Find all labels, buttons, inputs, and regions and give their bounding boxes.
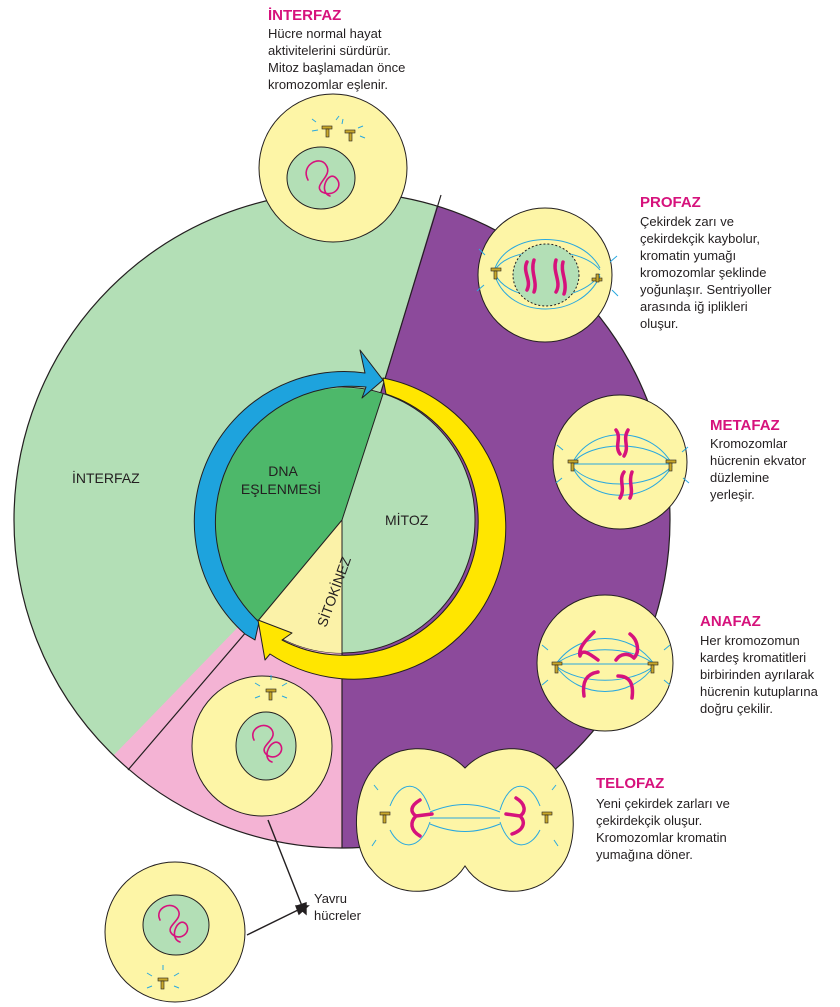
metaphase-line: düzlemine — [710, 470, 769, 485]
centriole-icon — [265, 688, 277, 701]
dividing-cell-outline — [355, 748, 574, 892]
prophase-line: Çekirdek zarı ve — [640, 214, 734, 229]
interphase-cell — [258, 93, 408, 243]
anaphase-description: ANAFAZ Her kromozomun kardeş kromatitler… — [700, 613, 819, 716]
prophase-line: kromatin yumağı — [640, 248, 736, 263]
arrow-head-icon — [294, 905, 310, 916]
telophase-title: TELOFAZ — [596, 775, 664, 792]
daughter-arrows — [246, 819, 310, 936]
anaphase-line: birbirinden ayrılarak — [700, 667, 815, 682]
chromatin — [305, 160, 340, 197]
telophase-line: çekirdekçik oluşur. — [596, 813, 702, 828]
prophase-line: oluşur. — [640, 316, 678, 331]
interphase-description: İNTERFAZ Hücre normal hayat aktiviteleri… — [268, 7, 405, 92]
nucleus — [142, 894, 210, 956]
metaphase-title: METAFAZ — [710, 417, 780, 434]
telophase-line: Kromozomlar kromatin — [596, 830, 727, 845]
daughter-cells-label-line2: hücreler — [314, 908, 362, 923]
metaphase-cell — [552, 394, 690, 530]
interphase-line: Mitoz başlamadan önce — [268, 60, 405, 75]
interphase-line: aktivitelerini sürdürür. — [268, 43, 391, 58]
anaphase-line: Her kromozomun — [700, 633, 800, 648]
telophase-cell — [355, 748, 574, 892]
prophase-line: çekirdekçik kaybolur, — [640, 231, 760, 246]
chromosome — [616, 674, 635, 700]
mitosis-sector-label: MİTOZ — [385, 511, 429, 528]
metaphase-line: Kromozomlar — [710, 436, 788, 451]
fading-nucleus — [512, 243, 580, 307]
metaphase-line: yerleşir. — [710, 487, 755, 502]
prophase-line: kromozomlar şeklinde — [640, 265, 766, 280]
chromosome — [614, 632, 640, 662]
aster-fibers — [311, 115, 366, 139]
centriole-icon — [567, 459, 677, 472]
anaphase-title: ANAFAZ — [700, 613, 761, 630]
interphase-sector-label: İNTERFAZ — [72, 469, 140, 486]
chromosome — [618, 470, 634, 500]
dna-replication-label-line2: EŞLENMESİ — [241, 480, 321, 497]
aster-fibers — [254, 675, 288, 699]
dna-replication-wedge — [210, 388, 383, 622]
prophase-description: PROFAZ Çekirdek zarı ve çekirdekçik kayb… — [640, 194, 772, 331]
chromosome — [577, 630, 600, 662]
centriole-icon — [321, 125, 356, 142]
telophase-line: Yeni çekirdek zarları ve — [596, 796, 730, 811]
prophase-line: arasında iğ iplikleri — [640, 299, 748, 314]
interphase-title: İNTERFAZ — [268, 7, 341, 24]
centriole-icon — [157, 977, 169, 990]
telophase-line: yumağına döner. — [596, 847, 693, 862]
daughter-cell — [104, 861, 246, 1003]
anaphase-cell — [536, 594, 674, 732]
cycle-arrows — [193, 349, 507, 680]
inner-cycle — [208, 386, 476, 654]
centriole-icon — [551, 661, 659, 674]
aster-fibers — [146, 965, 180, 989]
anaphase-line: doğru çekilir. — [700, 701, 773, 716]
dna-replication-label-line1: DNA — [268, 463, 298, 479]
yellow-arrow — [257, 377, 507, 680]
cytokinesis-wedge — [257, 520, 342, 653]
spindle-fibers — [541, 638, 671, 692]
interphase-line: kromozomlar eşlenir. — [268, 77, 388, 92]
metaphase-line: hücrenin ekvator — [710, 453, 807, 468]
daughter-cells-label-line1: Yavru — [314, 891, 347, 906]
nucleus — [286, 146, 356, 210]
metaphase-description: METAFAZ Kromozomlar hücrenin ekvator düz… — [710, 417, 807, 502]
chromosome — [553, 258, 567, 296]
blue-arrow — [193, 349, 384, 641]
chromatin — [158, 904, 189, 943]
prophase-title: PROFAZ — [640, 194, 701, 211]
prophase-cell — [476, 207, 619, 343]
centriole-icon — [490, 267, 603, 283]
chromosome — [614, 428, 630, 458]
anaphase-line: kardeş kromatitleri — [700, 650, 806, 665]
cytokinesis-cell — [191, 675, 333, 817]
chromosome — [523, 258, 537, 294]
anaphase-line: hücrenin kutuplarına — [700, 684, 819, 699]
chromosome — [581, 670, 600, 698]
telophase-description: TELOFAZ Yeni çekirdek zarları ve çekirde… — [596, 775, 730, 862]
centriole-icon — [379, 811, 553, 824]
chromosome — [504, 796, 526, 836]
chromosome — [410, 798, 434, 838]
interphase-line: Hücre normal hayat — [268, 26, 382, 41]
spindle-fibers — [371, 784, 559, 847]
prophase-line: yoğunlaşır. Sentriyoller — [640, 282, 772, 297]
chromatin — [252, 724, 283, 763]
